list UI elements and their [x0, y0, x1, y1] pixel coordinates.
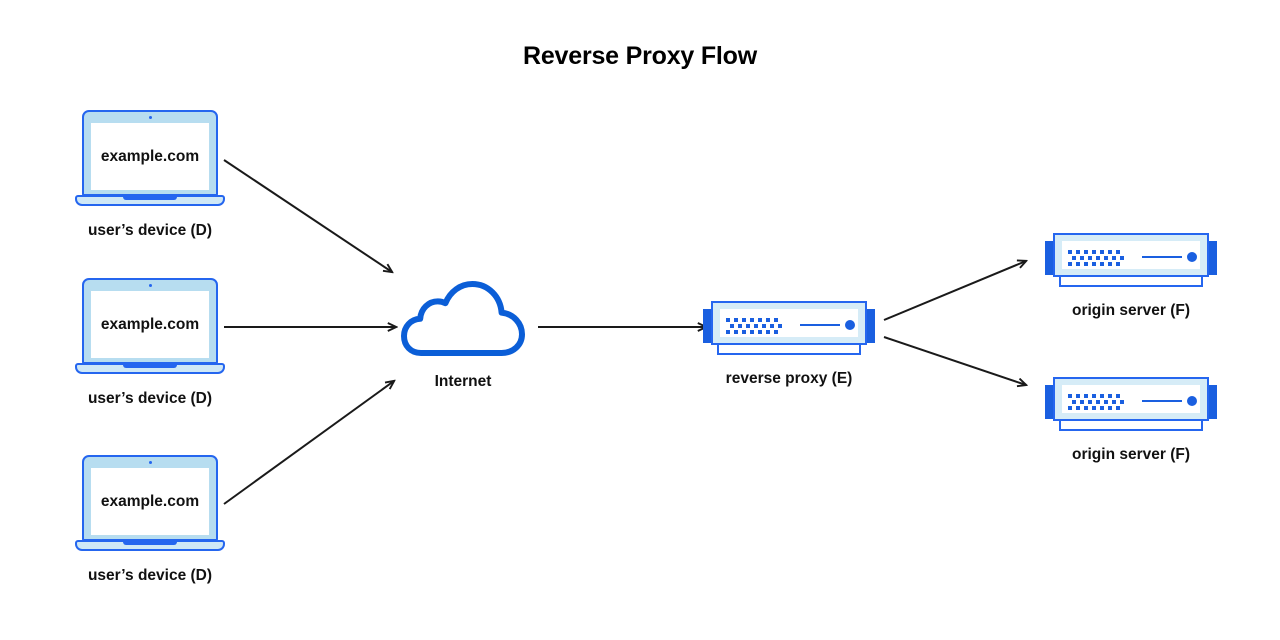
laptop-icon: example.com [75, 455, 225, 559]
node-label-reverse-proxy: reverse proxy (E) [725, 370, 853, 387]
laptop-camera-icon [148, 116, 152, 119]
laptop-icon: example.com [75, 278, 225, 382]
node-label-origin-server-1: origin server (F) [1072, 302, 1190, 319]
node-label-origin-server-2: origin server (F) [1072, 446, 1190, 463]
edge-proxy-to-origin1 [883, 261, 1026, 321]
laptop-icon: example.com [75, 110, 225, 214]
node-label-client-2: user’s device (D) [87, 390, 213, 407]
server-icon [703, 297, 875, 359]
server-indicator-glyphs [1068, 394, 1197, 410]
server-shadow [1059, 277, 1203, 287]
cloud-icon [401, 281, 525, 356]
laptop-notch [123, 364, 177, 368]
laptop-screen: example.com [91, 123, 209, 190]
laptop-screen: example.com [91, 468, 209, 535]
node-label-internet: Internet [434, 373, 492, 390]
server-icon [1045, 229, 1217, 291]
laptop-notch [123, 541, 177, 545]
server-shadow [1059, 421, 1203, 431]
server-body [1053, 233, 1209, 277]
laptop-camera-icon [148, 461, 152, 464]
server-indicator-glyphs [1068, 250, 1197, 266]
edge-proxy-to-origin2 [883, 336, 1026, 385]
edge-client1-to-internet [223, 159, 392, 272]
server-indicator-glyphs [726, 318, 855, 334]
laptop-lid: example.com [82, 278, 218, 364]
laptop-lid: example.com [82, 110, 218, 196]
server-body [711, 301, 867, 345]
laptop-notch [123, 196, 177, 200]
laptop-screen-url: example.com [100, 315, 200, 333]
server-icon [1045, 373, 1217, 435]
laptop-lid: example.com [82, 455, 218, 541]
laptop-screen-url: example.com [100, 492, 200, 510]
laptop-screen: example.com [91, 291, 209, 358]
laptop-camera-icon [148, 284, 152, 287]
server-body [1053, 377, 1209, 421]
page-title: Reverse Proxy Flow [522, 42, 757, 70]
node-label-client-1: user’s device (D) [87, 222, 213, 239]
laptop-screen-url: example.com [100, 147, 200, 165]
node-label-client-3: user’s device (D) [87, 567, 213, 584]
edge-client3-to-internet [223, 381, 394, 505]
server-shadow [717, 345, 861, 355]
